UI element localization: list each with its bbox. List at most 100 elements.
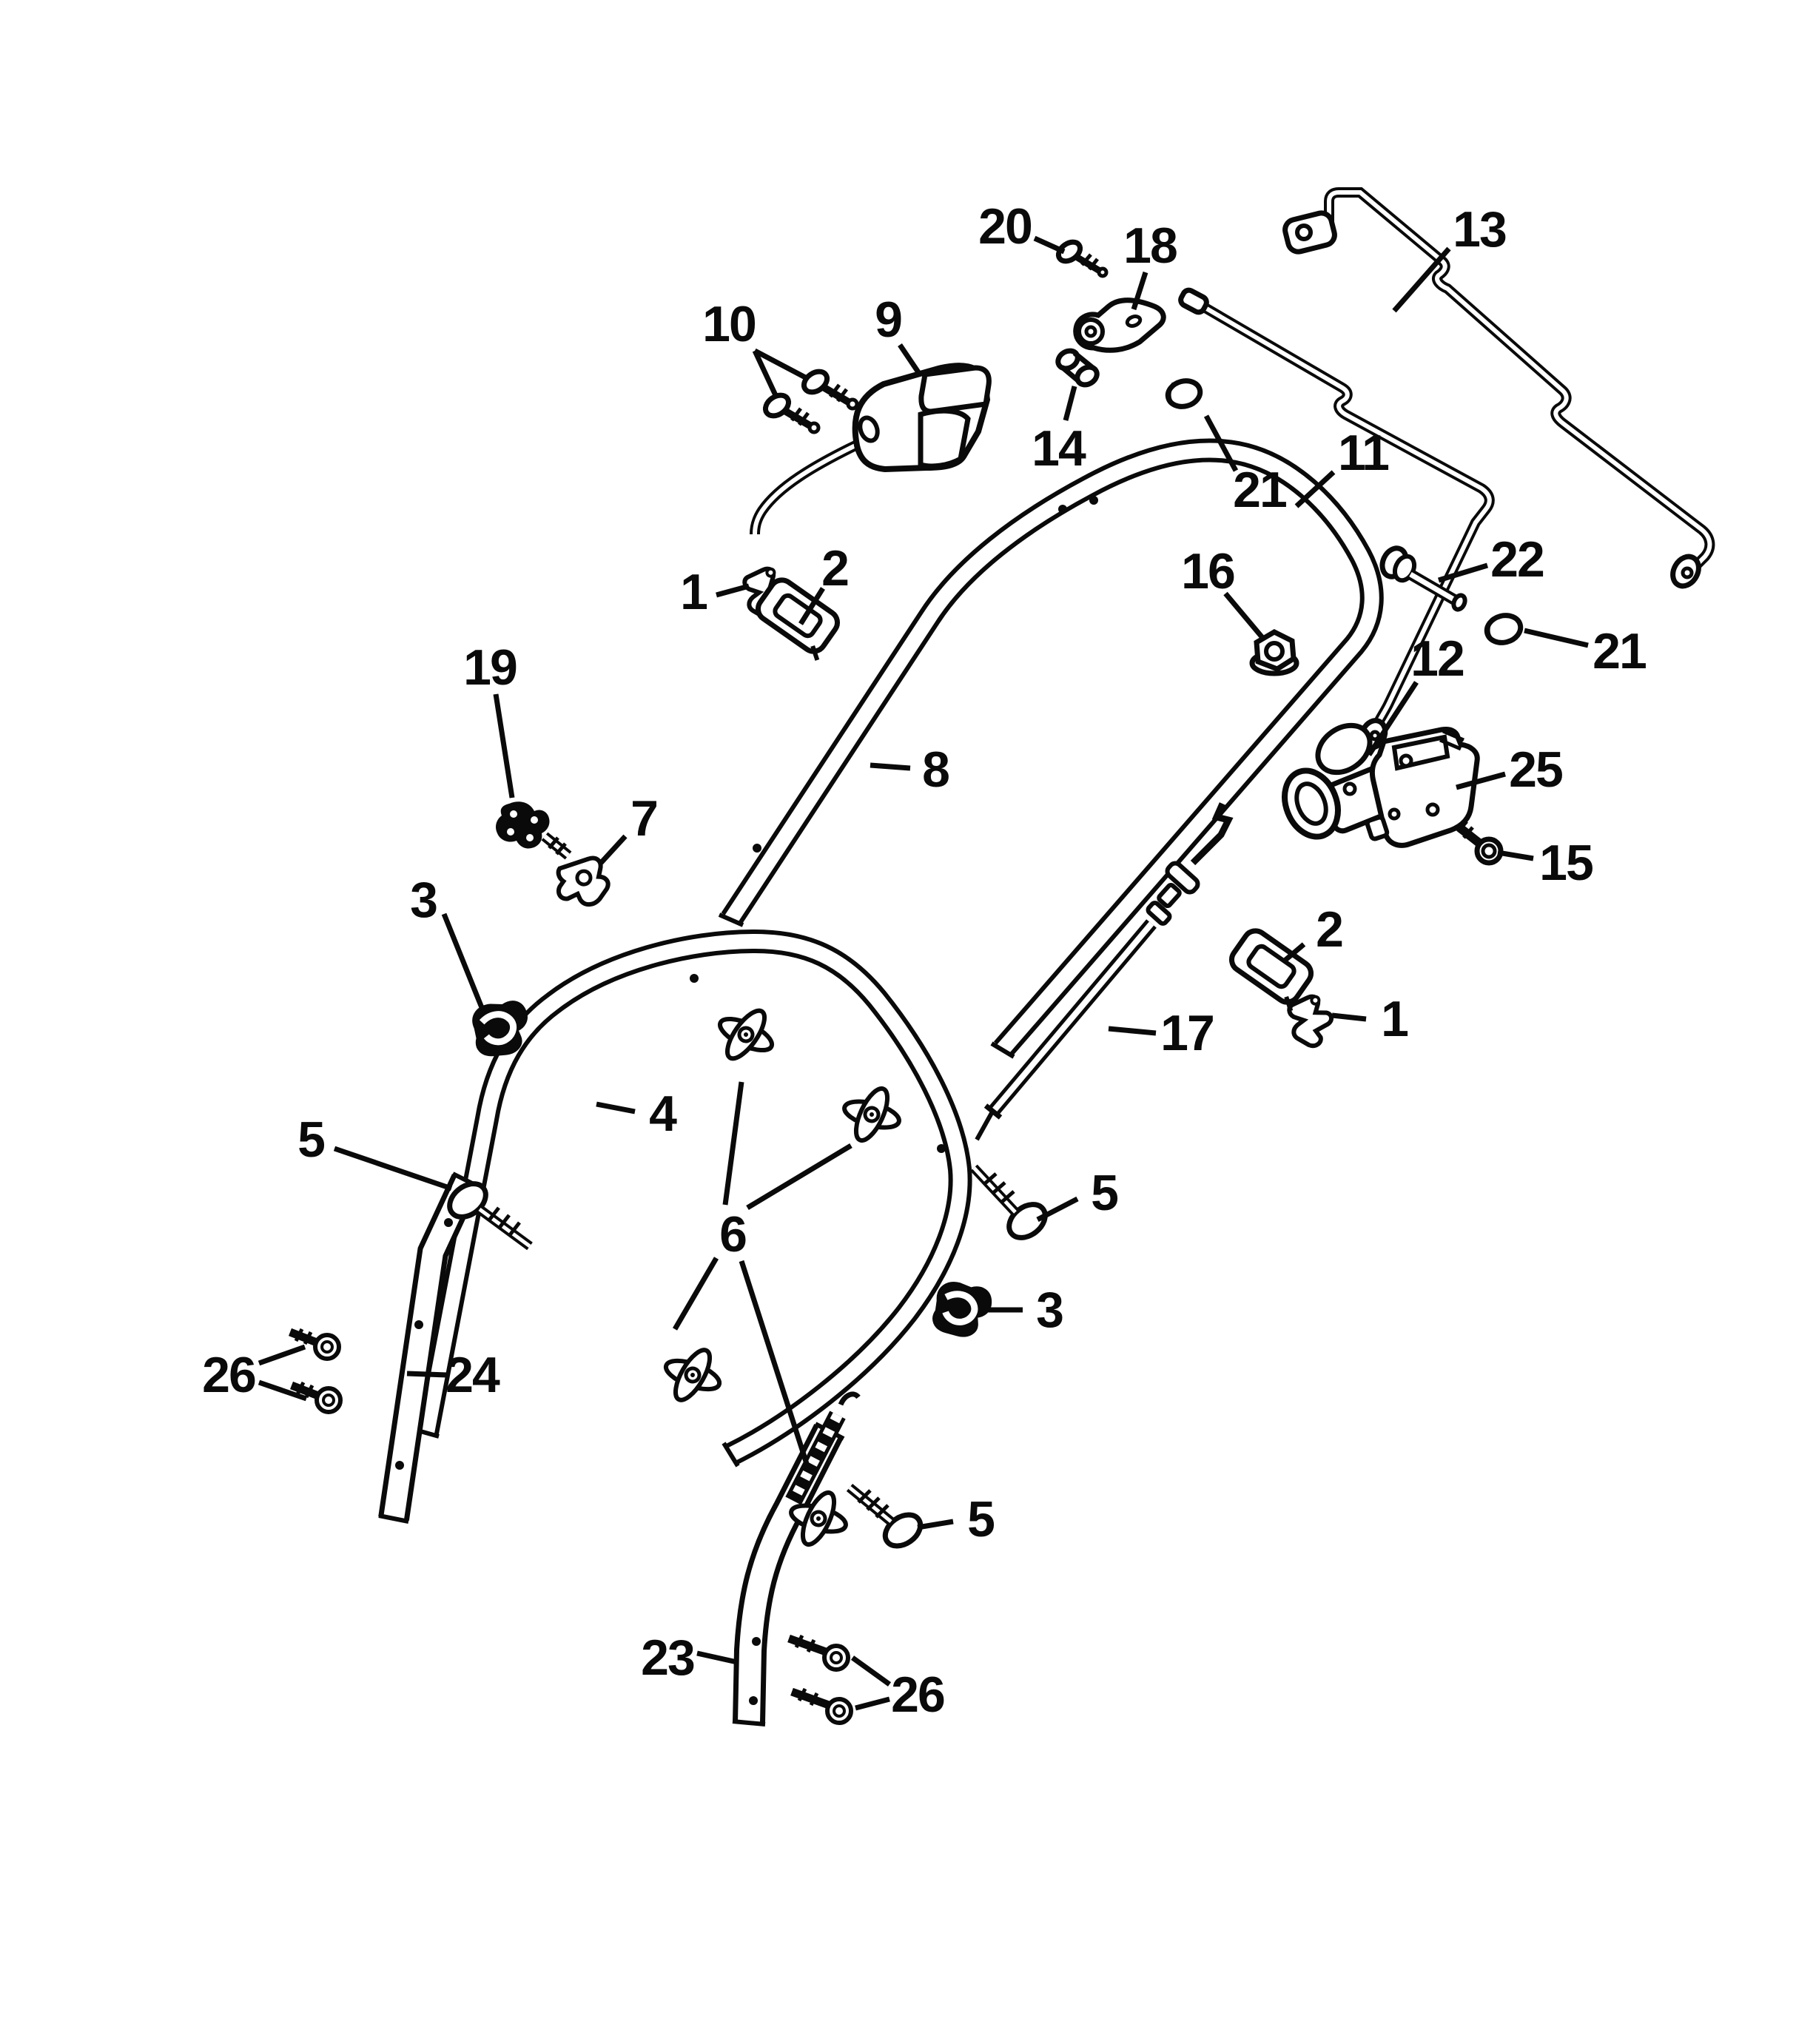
leader-line-8 xyxy=(870,762,911,771)
leader-line-24 xyxy=(406,1371,448,1378)
plug-cap-part21-upper xyxy=(1165,378,1203,409)
leader-line-17 xyxy=(1108,1026,1157,1036)
control-rod-part13 xyxy=(1282,187,1715,589)
leader-line-25 xyxy=(1456,771,1506,790)
plug-cap-part21-right xyxy=(1484,613,1524,645)
part-label-4: 4 xyxy=(649,1086,677,1142)
leader-line-26b xyxy=(850,1655,892,1687)
part-label-11: 11 xyxy=(1338,425,1388,481)
leader-line-20 xyxy=(1033,235,1066,255)
bushing-part14 xyxy=(1055,348,1100,388)
leader-line-12 xyxy=(1367,681,1419,756)
screw-part15 xyxy=(1456,820,1504,866)
leader-line-26a xyxy=(258,1379,308,1402)
mounting-bracket-part25 xyxy=(1365,727,1480,848)
part-label-5c: 5 xyxy=(967,1491,994,1547)
knob-bolt-part19 xyxy=(496,801,572,860)
wing-knob-part6-a xyxy=(717,1008,775,1061)
part-label-8: 8 xyxy=(922,742,949,798)
leader-line-1b xyxy=(1331,1012,1367,1022)
leader-line-3a xyxy=(441,912,485,1011)
part-label-20: 20 xyxy=(978,198,1032,255)
pan-screw-part26-b1 xyxy=(787,1634,850,1672)
part-label-7: 7 xyxy=(630,790,657,847)
leader-line-19 xyxy=(493,693,515,799)
control-rod-part11 xyxy=(1178,287,1495,750)
part-label-16: 16 xyxy=(1181,543,1234,599)
pan-screw-part26-a2 xyxy=(290,1381,343,1414)
leader-line-13 xyxy=(1392,246,1451,313)
carriage-screw-part5-mid xyxy=(970,1164,1048,1240)
leader-line-1a xyxy=(716,583,750,598)
part-label-6: 6 xyxy=(719,1206,746,1263)
part-label-24: 24 xyxy=(445,1347,500,1403)
part-label-3b: 3 xyxy=(1036,1282,1063,1338)
leader-line-5a xyxy=(333,1146,453,1191)
part-label-22: 22 xyxy=(1490,531,1544,588)
part-label-12: 12 xyxy=(1410,631,1464,687)
grommet-part2-left xyxy=(755,577,841,661)
leader-line-6 xyxy=(739,1260,811,1470)
leader-line-11 xyxy=(1294,470,1336,508)
part-label-26b: 26 xyxy=(891,1667,944,1723)
part-label-1b: 1 xyxy=(1381,991,1408,1047)
wing-knob-part6-b xyxy=(842,1086,901,1143)
cable-clip-part7 xyxy=(556,855,611,907)
flange-nut-part16 xyxy=(1249,629,1299,676)
leader-line-10 xyxy=(753,348,810,382)
carriage-screw-part5-bottom xyxy=(846,1483,924,1549)
grommet-part2-right xyxy=(1228,928,1314,1012)
push-rivet-part20 xyxy=(1055,239,1109,278)
leader-line-4 xyxy=(596,1101,636,1115)
leader-line-14 xyxy=(1063,386,1077,421)
wing-knob-part6-d xyxy=(789,1490,848,1547)
part-label-13: 13 xyxy=(1453,201,1506,258)
part-label-1a: 1 xyxy=(680,564,707,620)
part-label-18: 18 xyxy=(1123,218,1177,274)
leader-line-2b xyxy=(1282,942,1306,963)
cable-clamp-part3-left xyxy=(472,1001,528,1057)
wing-knob-part6-c xyxy=(663,1348,722,1402)
part-label-25: 25 xyxy=(1509,742,1562,798)
leader-line-18 xyxy=(1131,271,1149,311)
part-label-21b: 21 xyxy=(1593,623,1646,679)
leader-line-9 xyxy=(898,343,922,376)
cable-clip-part1-right xyxy=(1287,994,1334,1049)
leader-line-6 xyxy=(722,1081,744,1206)
cable-lever-part18 xyxy=(1073,297,1166,353)
leader-line-23 xyxy=(696,1650,738,1665)
part-label-19: 19 xyxy=(463,639,517,696)
mounting-screws-part10 xyxy=(762,369,859,434)
leader-line-16 xyxy=(1223,591,1266,642)
part-label-5b: 5 xyxy=(1091,1165,1117,1221)
part-label-17: 17 xyxy=(1160,1005,1214,1061)
leader-line-26a xyxy=(258,1344,306,1366)
part-label-14: 14 xyxy=(1032,420,1086,477)
part-label-23: 23 xyxy=(641,1630,694,1686)
part-label-2b: 2 xyxy=(1316,901,1342,958)
part-label-15: 15 xyxy=(1539,835,1593,891)
part-label-21a: 21 xyxy=(1233,462,1286,518)
part-label-3a: 3 xyxy=(410,872,437,928)
leader-line-21b xyxy=(1524,628,1589,648)
pan-screw-part26-b2 xyxy=(790,1687,853,1725)
leader-line-15 xyxy=(1497,850,1534,861)
leader-line-6 xyxy=(672,1257,719,1331)
leader-line-21a xyxy=(1203,414,1239,472)
part-label-2a: 2 xyxy=(821,540,848,596)
leader-line-10 xyxy=(752,349,778,397)
leader-line-2a xyxy=(798,587,825,625)
leader-line-7 xyxy=(599,834,628,865)
stop-switch-box-part9 xyxy=(750,363,992,535)
part-label-26a: 26 xyxy=(202,1347,255,1403)
leader-line-26b xyxy=(855,1696,890,1711)
part-label-10: 10 xyxy=(702,296,756,352)
bowden-cable-part17 xyxy=(975,802,1234,1141)
leader-line-22 xyxy=(1437,562,1489,583)
leader-line-5c xyxy=(917,1519,954,1530)
carriage-screw-part5-left xyxy=(447,1181,533,1251)
shoulder-bolt-part22 xyxy=(1379,545,1467,612)
